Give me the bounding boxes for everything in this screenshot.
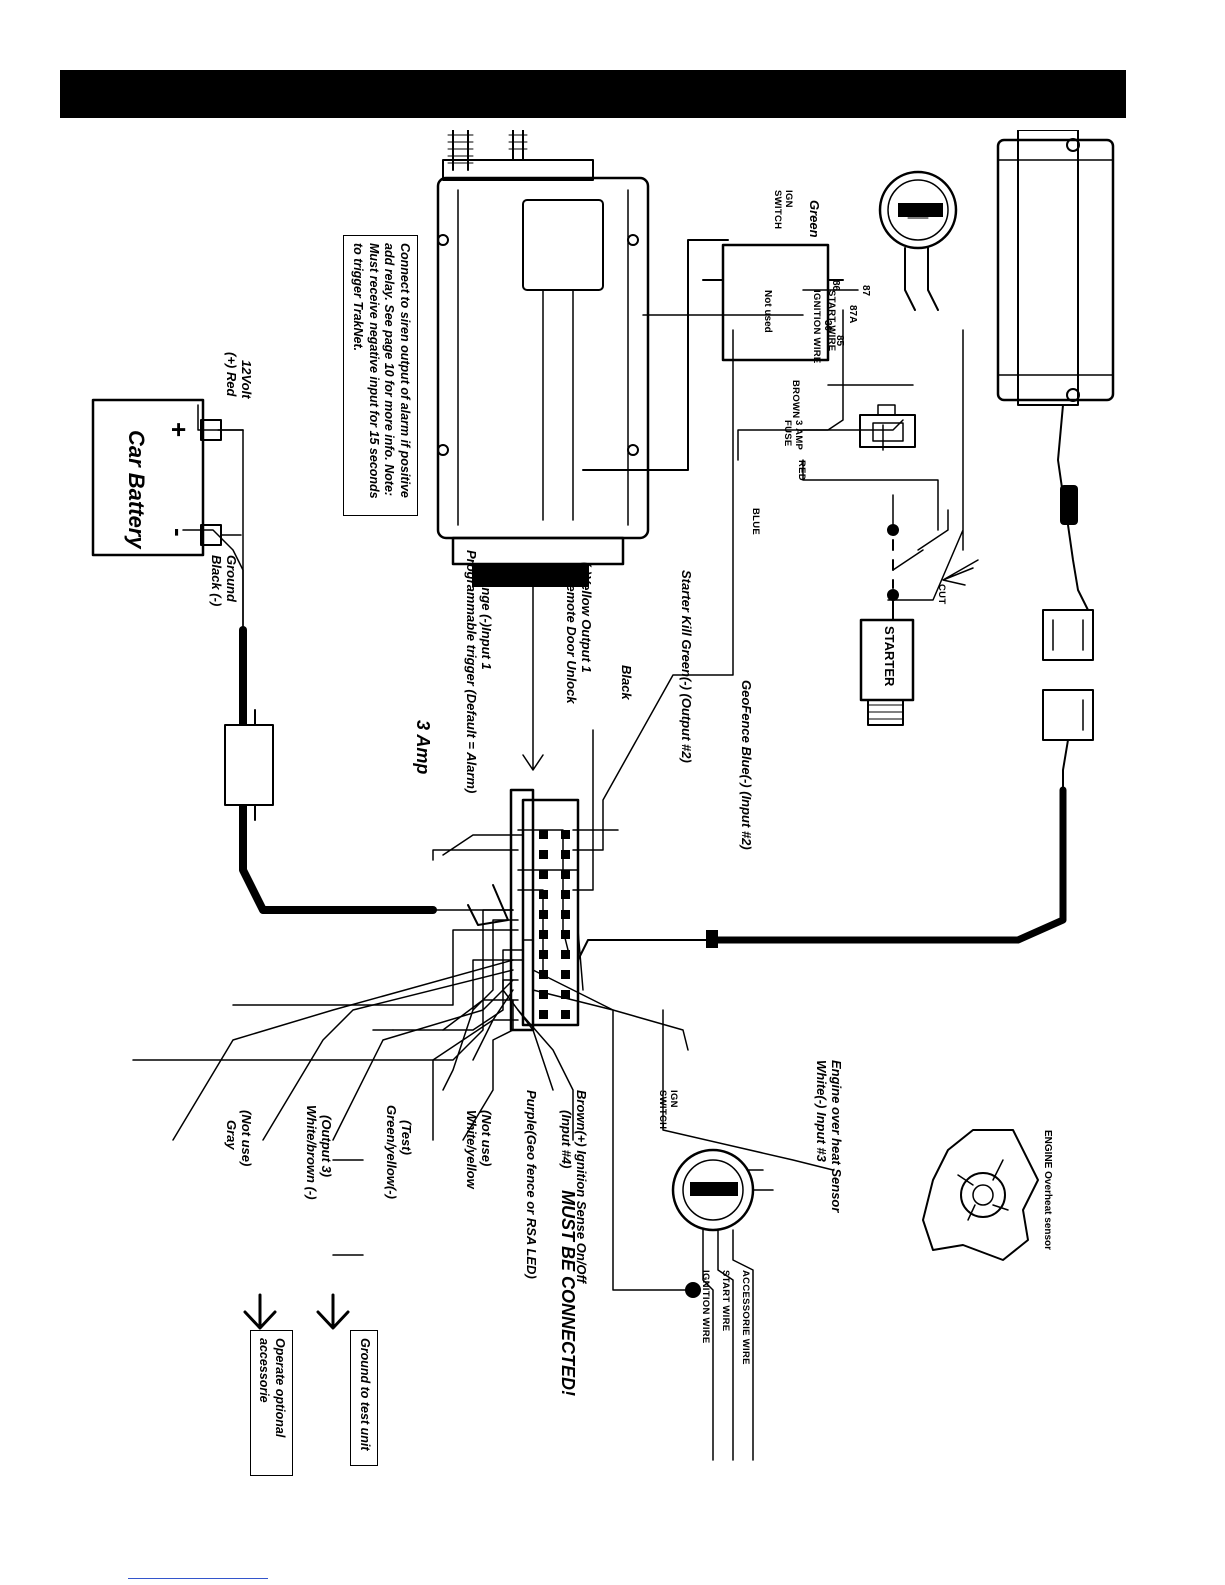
label-cut: CUT <box>936 584 947 605</box>
label-starter: STARTER <box>882 626 897 687</box>
label-brown: BROWN <box>790 380 801 419</box>
label-ign-switch-top: IGN SWITCH <box>772 190 794 230</box>
control-module <box>436 130 650 587</box>
label-black-neg: Black (-) <box>209 555 224 607</box>
label-test: (Test) <box>399 1120 414 1155</box>
arrow-operate <box>243 1293 277 1330</box>
battery-plus: + <box>164 422 194 438</box>
label-ign-switch-bottom: IGN SWITCH <box>657 1090 679 1130</box>
label-white-input3: White(-) Input #3 <box>814 1060 829 1162</box>
label-green-yellow: Green/yellow(-) <box>384 1105 399 1199</box>
relay-pin-87a: 87A <box>847 305 858 324</box>
label-input4: (Input #4) <box>559 1110 574 1169</box>
label-ignition-wire-top: IGNITION WIRE <box>811 290 822 364</box>
relay-pin-85: 85 <box>834 335 845 347</box>
arrow-ground-test <box>316 1293 350 1330</box>
note-ground-test: Ground to test unit <box>350 1330 378 1466</box>
label-blue: BLUE <box>750 508 761 536</box>
rotated-diagram: Green Not used IGN SWITCH START WIRE IGN… <box>53 130 1133 1530</box>
label-engine-over-heat: Engine over heat Sensor <box>829 1060 844 1213</box>
label-white-brown: White/brown (-) <box>304 1105 319 1200</box>
vehicle-module-top <box>996 130 1115 406</box>
battery-minus: - <box>164 528 194 537</box>
label-starter-kill: Starter Kill Green(-) (Output #2) <box>679 570 694 763</box>
label-not-use-wy: (Not use) <box>479 1110 494 1167</box>
label-output3: (Output 3) <box>319 1115 334 1178</box>
label-black: Black <box>619 665 634 700</box>
label-engine-overheat-sensor: ENGINE Overheat sensor <box>1042 1130 1053 1251</box>
label-geofence: GeoFence Blue(-) (Input #2) <box>739 680 754 850</box>
label-remote-door: Remote Door Unlock <box>564 575 579 704</box>
label-fuse: 3 AMP FUSE <box>782 420 804 451</box>
relay-pin-30: 30 <box>822 320 833 332</box>
label-not-used-relay: Not used <box>762 290 773 333</box>
label-programmable: Programmable trigger (Default = Alarm) <box>464 550 479 794</box>
ignition-switch-bottom <box>671 1148 774 1232</box>
label-accessorie-wire: ACCESSORIE WIRE <box>740 1270 751 1365</box>
label-not-use-gray: (Not use) <box>239 1110 254 1167</box>
label-yellow: (-)Yellow Output 1 <box>579 562 594 673</box>
relay-pin-86: 86 <box>830 280 841 292</box>
label-car-battery: Car Battery <box>124 430 149 549</box>
footer-link-line <box>128 1578 268 1579</box>
label-red: RED <box>796 460 807 481</box>
note-operate: Operate optional accessorie <box>249 1330 293 1476</box>
label-white-yellow: White/yellow <box>464 1110 479 1189</box>
label-start-wire-bottom: START WIRE <box>720 1270 731 1332</box>
label-plus-red: (+) Red <box>224 352 239 397</box>
ignition-switch-top <box>878 170 958 311</box>
label-green: Green <box>807 200 822 238</box>
label-ground: Ground <box>224 555 239 602</box>
label-ignition-wire-bottom: IGNITION WIRE <box>700 1270 711 1344</box>
label-12-volt: 12Volt <box>239 360 254 399</box>
label-must-connect: MUST BE CONNECTED! <box>558 1190 578 1396</box>
note-siren: Connect to siren output of alarm if posi… <box>343 235 418 516</box>
label-3-amp: 3 Amp <box>413 720 433 775</box>
label-orange: Orange (-)Input 1 <box>479 565 494 670</box>
relay-pin-87: 87 <box>860 285 871 297</box>
plug-top <box>1042 609 1094 741</box>
wiring-drawing <box>91 130 1115 1461</box>
engine-overheat-sensor <box>922 1129 1039 1261</box>
label-gray: Gray <box>224 1120 239 1150</box>
relay <box>702 243 844 362</box>
car-battery <box>91 398 222 557</box>
header-bar <box>60 70 1126 118</box>
starter-motor <box>859 599 915 726</box>
label-purple: Purple(Geo fence or RSA LED) <box>524 1090 539 1279</box>
fuse-holder <box>859 404 916 448</box>
